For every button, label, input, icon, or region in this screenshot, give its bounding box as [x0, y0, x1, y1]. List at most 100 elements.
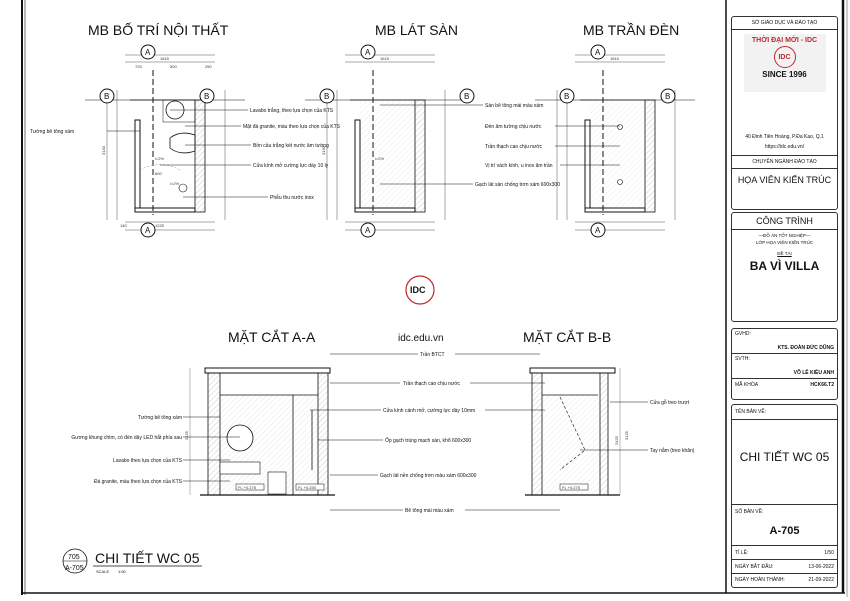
- label: 725: [135, 64, 142, 69]
- title-section-aa: MẶT CẮT A-A: [228, 328, 316, 345]
- topic: BA VÌ VILLA: [749, 259, 820, 273]
- title-block-people: GVHD: KTS. ĐOÀN ĐỨC DŨNG SVTH: VÕ LÊ KIỀ…: [731, 328, 838, 400]
- label: 3125: [184, 430, 189, 440]
- drawing-no: A-705: [769, 525, 800, 537]
- section-markers: A A B B A A B B A A B B: [99, 44, 676, 238]
- note: Sàn bê tông mài màu xám: [485, 103, 543, 109]
- note: Cửa kính cánh mở, cường lực dày 10mm: [383, 407, 475, 414]
- label: 1615: [380, 56, 390, 61]
- drawing-name-label: TÊN BẢN VẼ:: [732, 405, 837, 420]
- project-sub: —ĐỒ ÁN TỐT NGHIỆP—: [758, 233, 811, 238]
- note: Trần BTCT: [420, 352, 445, 358]
- plan-ceiling: 1615: [534, 54, 696, 231]
- address: 40 Đinh Tiên Hoàng, P.Đa Kao, Q.1: [745, 134, 824, 140]
- shower-drain: [178, 183, 188, 193]
- note: Vị trí vách kính, u inox âm trần: [485, 163, 553, 169]
- label: i=2%: [375, 156, 384, 161]
- label: B: [464, 92, 469, 101]
- note: Mặt đá granite, màu theo lựa chọn của KT…: [243, 123, 341, 130]
- drawing-tag: 705 A-705 CHI TIẾT WC 05 SCALE 1:50: [62, 548, 202, 574]
- student: VÕ LÊ KIỀU ANH: [793, 370, 834, 376]
- note: Đá granite, màu theo lựa chọn của KTS: [94, 478, 183, 485]
- label: A: [145, 48, 151, 57]
- note: Cửa kính mở cường lực dày 10 ly: [253, 162, 329, 169]
- toilet: [267, 471, 287, 495]
- label: SCALE: [96, 569, 109, 574]
- label: 250: [205, 64, 212, 69]
- label: A: [595, 48, 601, 57]
- plan-floor: i=2% 1615 3140: [304, 54, 466, 231]
- mirror: [226, 424, 254, 452]
- note: Tay nắm (treo khăn): [650, 447, 695, 454]
- label: A: [595, 226, 601, 235]
- label: FL +0.275: [562, 485, 581, 490]
- label: B: [564, 92, 569, 101]
- label: A: [365, 226, 371, 235]
- note: Cửa gỗ treo trượt: [650, 399, 690, 406]
- light-icon: [617, 124, 623, 130]
- label: A-705: [65, 565, 84, 572]
- since: SINCE 1996: [762, 70, 807, 79]
- watermark-url: idc.edu.vn: [398, 333, 444, 344]
- title-block-drawing: TÊN BẢN VẼ: CHI TIẾT WC 05 SỐ BẢN VẼ: A-…: [731, 404, 838, 588]
- note: Lavabo trắng, theo lựa chọn của KTS: [250, 107, 334, 114]
- advisor: KTS. ĐOÀN ĐỨC DŨNG: [777, 345, 834, 351]
- end-label: NGÀY HOÀN THÀNH:: [735, 577, 785, 583]
- start-label: NGÀY BẮT ĐẦU:: [735, 563, 774, 570]
- scale: 1/50: [824, 549, 834, 556]
- note: Ốp gạch trùng mạch sàn, khổ 600x300: [385, 437, 471, 444]
- plan-furniture: i=2% i=2% 1615 725 500 250 140 1225 600 …: [84, 54, 246, 231]
- label: FL +0.250: [298, 485, 317, 490]
- label: 500: [170, 64, 177, 69]
- start-date: 13-06-2022: [808, 563, 834, 570]
- label: 3140: [101, 145, 106, 155]
- note: Phễu thu nước inox: [270, 194, 314, 201]
- note: Trần thạch cao chịu nước: [403, 381, 461, 387]
- note: Bê tông mài màu xám: [405, 508, 454, 514]
- label: CHI TIẾT WC 05: [95, 550, 200, 566]
- watermark-logo: IDC: [405, 275, 435, 305]
- major: HỌA VIÊN KIẾN TRÚC: [737, 175, 832, 185]
- note: Bồn cầu trắng két nước âm tường: [253, 142, 329, 149]
- light-icon: [617, 179, 623, 185]
- label: 705: [68, 554, 80, 561]
- department: SỞ GIÁO DỤC VÀ ĐÀO TẠO: [732, 17, 837, 30]
- label: A: [365, 48, 371, 57]
- scale-label: TỈ LỆ:: [735, 549, 749, 556]
- label: 1225: [155, 223, 165, 228]
- advisor-label: GVHD:: [735, 331, 751, 337]
- course: HCK66.T2: [810, 381, 834, 388]
- toilet: [169, 132, 196, 154]
- label: IDC: [410, 285, 426, 295]
- label: A: [145, 226, 151, 235]
- note: Gạch lát sàn chống trơn xám 600x300: [475, 182, 560, 188]
- label: B: [324, 92, 329, 101]
- label: i=2%: [155, 156, 164, 161]
- note: Gương khung chìm, có đèn dây LED hắt phí…: [71, 434, 182, 441]
- label: 1615: [160, 56, 170, 61]
- label: B: [665, 92, 670, 101]
- title-section-bb: MẶT CẮT B-B: [523, 328, 611, 345]
- section-aa: FL +0.275 FL +0.250 3125: [184, 367, 335, 496]
- title-block-school: SỞ GIÁO DỤC VÀ ĐÀO TẠO THỜI ĐẠI MỚI - ID…: [731, 16, 838, 210]
- label: B: [204, 92, 209, 101]
- vanity: [219, 461, 261, 475]
- label: 140: [120, 223, 127, 228]
- note: Đèn âm tường chịu nước: [485, 124, 542, 130]
- drawing-no-label: SỐ BẢN VẼ:: [732, 504, 837, 519]
- student-label: SVTH:: [732, 353, 837, 364]
- note: Gạch lát nền chống trơn màu xám 600x300: [380, 473, 477, 479]
- label: FL +0.275: [238, 485, 257, 490]
- note: Trần thạch cao chịu nước: [485, 144, 543, 150]
- website[interactable]: https://idc.edu.vn/: [764, 144, 805, 150]
- label: B: [104, 92, 109, 101]
- note: Lavabo theo lựa chọn của KTS: [113, 457, 183, 464]
- note: Tường bê tông xám: [138, 415, 182, 421]
- drawing-name: CHI TIẾT WC 05: [739, 450, 830, 464]
- course-label: MÃ KHÓA: [735, 381, 759, 388]
- project-label: CÔNG TRÌNH: [732, 213, 837, 230]
- label: 1:50: [118, 569, 127, 574]
- label: 600: [155, 171, 162, 176]
- label: 3140: [321, 145, 326, 155]
